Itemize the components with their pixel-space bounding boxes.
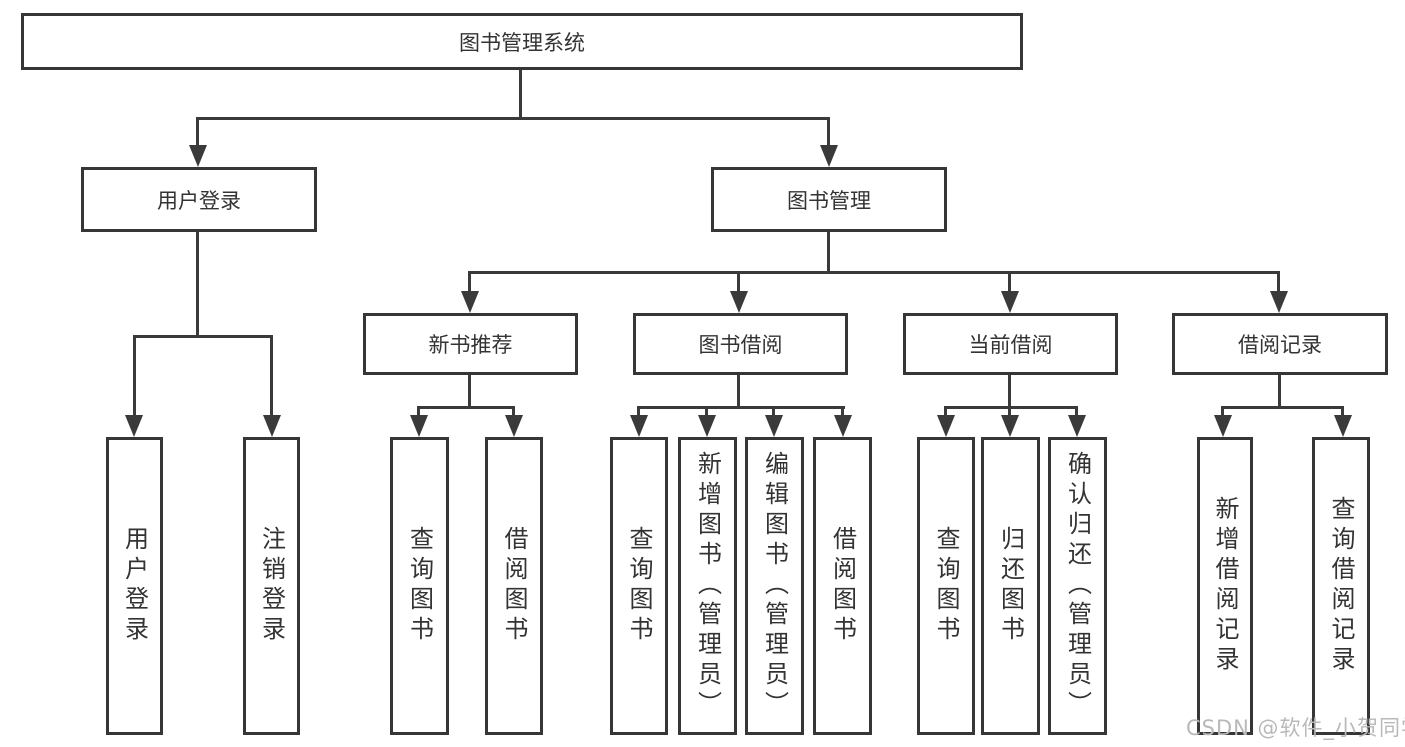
connector-line <box>196 232 199 337</box>
connector-line <box>1008 375 1011 408</box>
leaf-borrow-book: 借阅图书 <box>813 437 872 735</box>
connector-line <box>827 117 830 147</box>
arrowhead-down-icon <box>461 291 479 313</box>
arrowhead-down-icon <box>1334 415 1352 437</box>
connector-line <box>133 335 273 338</box>
leaf-label: 确认归还（管理员） <box>1063 451 1092 721</box>
arrowhead-down-icon <box>698 415 716 437</box>
leaf-query-book-borrow: 查询图书 <box>610 437 668 735</box>
connector-line <box>944 406 947 416</box>
node-book-management: 图书管理 <box>711 167 947 232</box>
arrowhead-down-icon <box>125 415 143 437</box>
connector-line <box>827 232 830 273</box>
node-label: 用户登录 <box>157 188 241 213</box>
node-current-borrow: 当前借阅 <box>903 313 1118 375</box>
leaf-label: 借阅图书 <box>828 526 857 646</box>
connector-line <box>133 335 136 417</box>
leaf-confirm-return-admin: 确认归还（管理员） <box>1048 437 1107 735</box>
leaf-query-book-current: 查询图书 <box>917 437 975 735</box>
connector-line <box>417 406 420 416</box>
arrowhead-down-icon <box>834 415 852 437</box>
leaf-user-login: 用户登录 <box>106 437 163 735</box>
leaf-label: 新增借阅记录 <box>1211 496 1239 676</box>
leaf-logout: 注销登录 <box>243 437 300 735</box>
node-label: 图书管理 <box>787 188 871 213</box>
connector-line <box>737 375 740 408</box>
arrowhead-down-icon <box>505 415 523 437</box>
connector-line <box>468 375 471 408</box>
connector-line <box>519 70 522 118</box>
connector-line <box>197 117 830 120</box>
csdn-watermark: CSDN @软件_小贺同学 <box>1186 716 1405 740</box>
arrowhead-down-icon <box>189 145 207 167</box>
connector-line <box>512 406 515 416</box>
connector-line <box>1075 406 1078 416</box>
connector-line <box>772 406 775 416</box>
leaf-return-book: 归还图书 <box>981 437 1040 735</box>
connector-line <box>468 271 471 293</box>
leaf-add-book-admin: 新增图书（管理员） <box>678 437 737 735</box>
connector-line <box>1223 406 1343 409</box>
leaf-edit-book-admin: 编辑图书（管理员） <box>745 437 804 735</box>
connector-line <box>419 406 515 409</box>
connector-line <box>1277 271 1280 293</box>
connector-line <box>946 406 1078 409</box>
node-label: 新书推荐 <box>428 333 513 357</box>
arrowhead-down-icon <box>1270 291 1288 313</box>
node-user-login: 用户登录 <box>81 167 317 232</box>
leaf-label: 借阅图书 <box>500 526 528 646</box>
node-new-book-recommend: 新书推荐 <box>363 313 578 375</box>
connector-line <box>638 406 845 409</box>
connector-line <box>737 271 740 293</box>
connector-line <box>1278 375 1281 408</box>
arrowhead-down-icon <box>765 415 783 437</box>
arrowhead-down-icon <box>730 291 748 313</box>
connector-line <box>705 406 708 416</box>
leaf-label: 注销登录 <box>257 526 286 646</box>
connector-line <box>637 406 640 416</box>
node-book-borrow: 图书借阅 <box>633 313 848 375</box>
connector-line <box>470 271 1280 274</box>
connector-line <box>1008 406 1011 416</box>
leaf-label: 查询图书 <box>932 526 960 646</box>
leaf-label: 新增图书（管理员） <box>693 451 722 721</box>
leaf-label: 查询图书 <box>625 526 653 646</box>
leaf-label: 查询图书 <box>405 526 434 646</box>
arrowhead-down-icon <box>1001 415 1019 437</box>
leaf-label: 用户登录 <box>120 526 149 646</box>
arrowhead-down-icon <box>263 415 281 437</box>
node-library-system: 图书管理系统 <box>21 13 1023 70</box>
connector-line <box>1221 406 1224 416</box>
node-label: 当前借阅 <box>968 333 1053 357</box>
leaf-add-borrow-record: 新增借阅记录 <box>1197 437 1253 735</box>
connector-line <box>841 406 844 416</box>
leaf-query-book-recommend: 查询图书 <box>390 437 449 735</box>
leaf-label: 归还图书 <box>996 526 1025 646</box>
connector-line <box>270 335 273 417</box>
arrowhead-down-icon <box>1214 415 1232 437</box>
leaf-borrow-book-recommend: 借阅图书 <box>485 437 543 735</box>
leaf-label: 查询借阅记录 <box>1327 496 1355 676</box>
arrowhead-down-icon <box>1068 415 1086 437</box>
connector-line <box>196 117 199 147</box>
node-borrow-records: 借阅记录 <box>1172 313 1388 375</box>
arrowhead-down-icon <box>820 145 838 167</box>
arrowhead-down-icon <box>1001 291 1019 313</box>
arrowhead-down-icon <box>937 415 955 437</box>
arrowhead-down-icon <box>410 415 428 437</box>
node-label: 图书管理系统 <box>459 30 585 55</box>
connector-line <box>1341 406 1344 416</box>
node-label: 图书借阅 <box>698 333 783 357</box>
node-label: 借阅记录 <box>1238 333 1322 357</box>
leaf-query-borrow-record: 查询借阅记录 <box>1312 437 1370 735</box>
leaf-label: 编辑图书（管理员） <box>760 451 789 721</box>
connector-line <box>1008 271 1011 293</box>
arrowhead-down-icon <box>630 415 648 437</box>
